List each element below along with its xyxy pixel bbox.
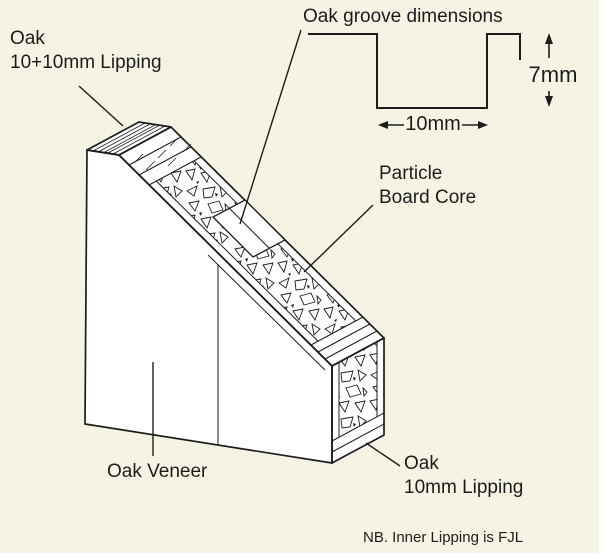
dimension-width: 10mm [405, 113, 461, 135]
groove-notch [211, 199, 287, 258]
leader-top-lipping [78, 85, 124, 127]
label-particle-core-line2: Board Core [379, 187, 477, 208]
label-particle-core: Particle Board Core [379, 162, 476, 210]
hatch-lines [92, 122, 192, 171]
footnote: NB. Inner Lipping is FJL [363, 529, 524, 546]
leader-groove [239, 29, 302, 225]
detail-lines [128, 136, 385, 453]
dimension-arrows [378, 33, 553, 129]
arrow-left-icon [378, 121, 388, 129]
arrow-down-icon [545, 96, 553, 107]
leader-bottom-lipping [365, 442, 401, 467]
groove-profile-drawing [308, 33, 521, 109]
label-top-lipping: Oak 10+10mm Lipping [10, 27, 162, 75]
label-groove-heading: Oak groove dimensions [303, 6, 503, 27]
label-bottom-lipping-line1: Oak [404, 453, 439, 474]
dimension-depth: 7mm [528, 62, 578, 87]
door-construction-diagram [78, 29, 553, 467]
corner-junction-section [311, 317, 384, 366]
label-bottom-lipping-line2: 10mm Lipping [404, 477, 524, 498]
leader-lines [78, 29, 401, 467]
panel-outlines [84, 121, 385, 464]
label-top-lipping-line1: Oak [10, 28, 45, 49]
diagram-canvas: Oak 10+10mm Lipping Oak groove dimension… [0, 0, 599, 553]
label-veneer: Oak Veneer [107, 461, 208, 482]
panel-front-face [85, 150, 332, 463]
arrow-right-icon [478, 121, 488, 129]
label-bottom-lipping: Oak 10mm Lipping [404, 452, 523, 500]
label-top-lipping-line2: 10+10mm Lipping [10, 52, 162, 73]
veneer-edge-line [207, 254, 326, 371]
label-particle-core-line1: Particle [379, 163, 443, 184]
leader-particle-core [303, 204, 374, 273]
arrow-up-icon [545, 33, 553, 44]
